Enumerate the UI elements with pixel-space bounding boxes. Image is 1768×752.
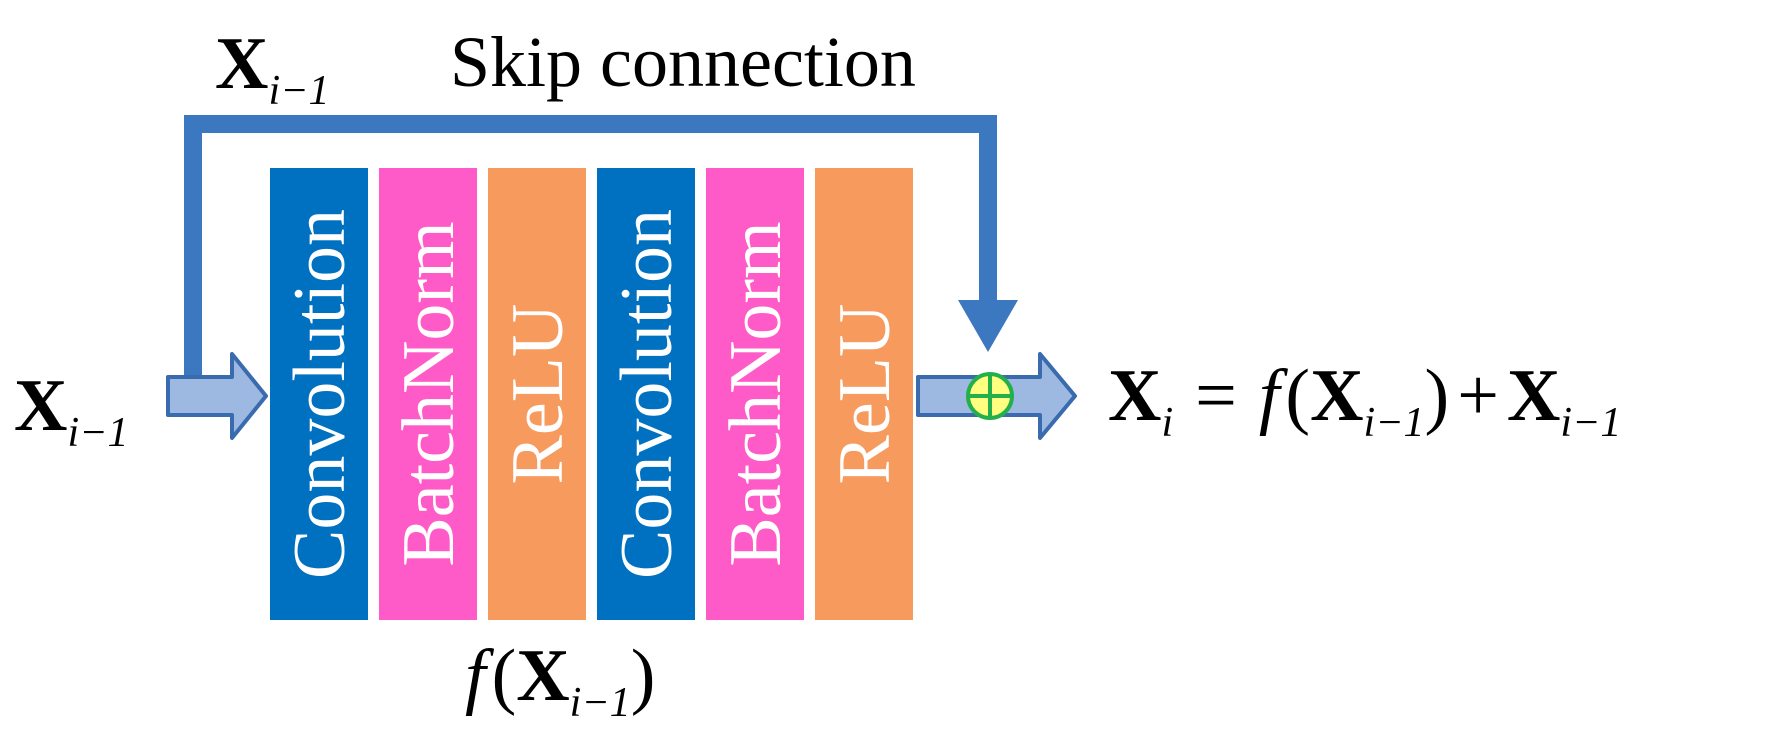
skip-connection-label: Skip connection — [450, 22, 916, 102]
convolution-label: Convolution — [279, 209, 361, 579]
circle-plus-icon — [966, 372, 1014, 420]
layer-stack: Convolution BatchNorm ReLU Convolution Batch… — [270, 168, 913, 620]
convolution-block — [597, 168, 695, 620]
input-symbol: Xi−1 — [14, 365, 128, 456]
output-equation: Xi=f(Xi−1)+Xi−1 — [1108, 355, 1621, 446]
skip-arrowhead-icon — [958, 300, 1018, 352]
relu-block — [488, 168, 586, 620]
input-arrow-icon — [166, 352, 268, 440]
skip-connection-line — [184, 115, 997, 385]
convolution-block — [270, 168, 368, 620]
relu-label: ReLU — [824, 304, 906, 485]
relu-block — [815, 168, 913, 620]
relu-label: ReLU — [497, 304, 579, 485]
convolution-label: Convolution — [606, 209, 688, 579]
batchnorm-label: BatchNorm — [388, 221, 470, 566]
residual-function-label: f(Xi−1) — [465, 635, 655, 726]
skip-input-symbol: Xi−1 — [215, 23, 329, 114]
batchnorm-block — [379, 168, 477, 620]
batchnorm-label: BatchNorm — [715, 221, 797, 566]
batchnorm-block — [706, 168, 804, 620]
